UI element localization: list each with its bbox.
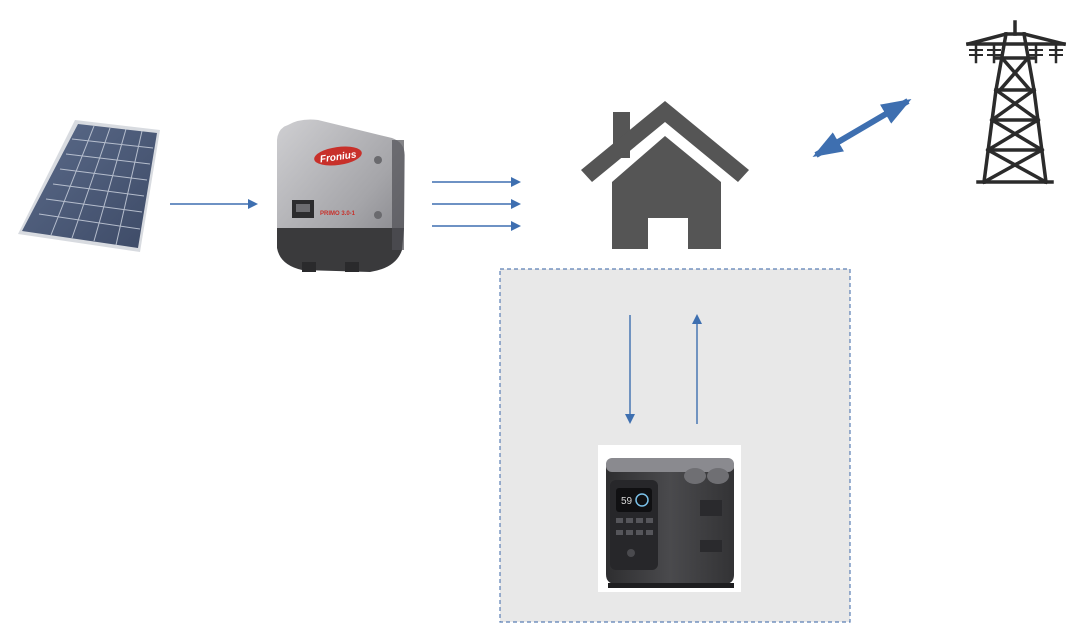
battery-display-value: 59 <box>621 496 633 507</box>
transmission-tower-icon <box>965 20 1067 185</box>
solar-panel-icon <box>18 120 160 252</box>
inverter-model-label: PRIMO 3.0-1 <box>320 211 356 217</box>
house-icon <box>581 101 749 249</box>
arrow-house-grid-bidirectional <box>812 98 912 158</box>
arrows-inverter-to-house <box>432 177 521 231</box>
inverter-icon: Fronius PRIMO 3.0-1 <box>277 119 405 272</box>
inverter-brand-label: Fronius <box>319 149 357 165</box>
portable-power-station-icon: 59 <box>598 445 741 592</box>
